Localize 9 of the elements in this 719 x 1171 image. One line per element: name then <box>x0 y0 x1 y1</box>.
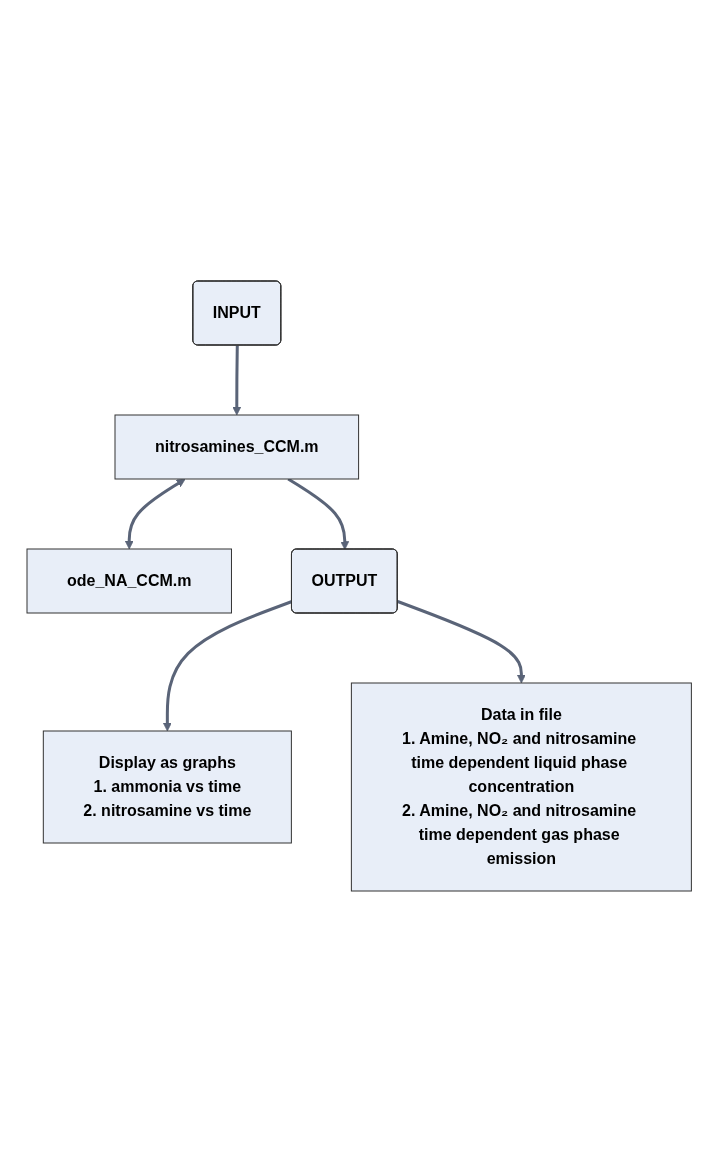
node-box: Display as graphs 1. ammonia vs time 2. nitrosamine vs time <box>43 730 293 843</box>
arrow <box>397 599 527 683</box>
arrow <box>125 478 186 549</box>
arrow <box>163 599 293 731</box>
node-box: nitrosamines_CCM.m <box>114 414 360 479</box>
node-box: Data in file 1. Amine, NO₂ and nitrosamine time dependent liquid phase concentration 2. Amine, NO₂ and nitrosamine time dependent gas phase emission <box>351 682 693 891</box>
arrow <box>287 477 350 550</box>
arrow <box>232 344 242 415</box>
node-box: ode_NA_CCM.m <box>26 548 233 613</box>
